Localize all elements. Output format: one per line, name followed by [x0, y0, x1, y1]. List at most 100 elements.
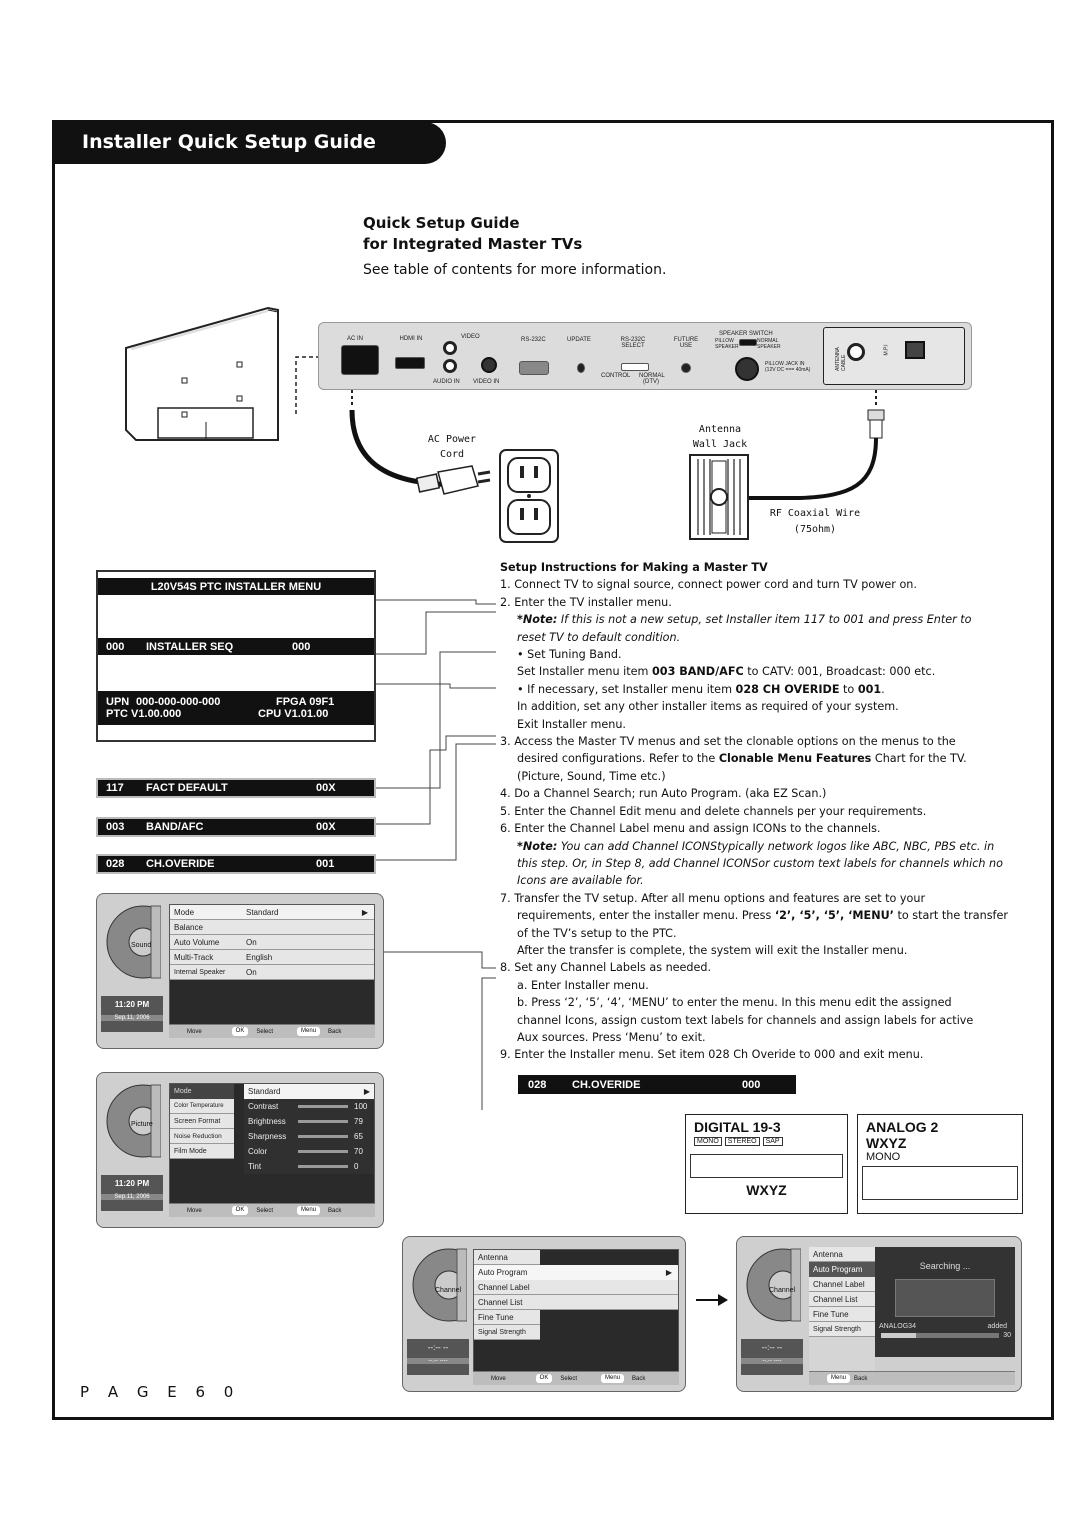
slider-track[interactable]: [298, 1150, 348, 1153]
text: to CATV: 001, Broadcast: 000 etc.: [743, 665, 936, 679]
arrow-right-icon: [696, 1294, 728, 1306]
osd-channel-footer: Move OK Select Menu Back: [473, 1371, 679, 1385]
step-2: 2. Enter the TV installer menu.: [500, 595, 672, 609]
osd-picture-left-row[interactable]: Mode: [170, 1084, 234, 1099]
osd-picture-left-row[interactable]: Screen Format: [170, 1114, 234, 1129]
slider-track[interactable]: [298, 1165, 348, 1168]
guide-title: Quick Setup Guide for Integrated Master …: [363, 213, 582, 255]
installer-menu: L20V54S PTC INSTALLER MENU 000 INSTALLER…: [96, 570, 376, 742]
stereo-badge: STEREO: [724, 1137, 760, 1146]
note-label: *Note:: [517, 613, 558, 627]
osd-channel-row[interactable]: Signal Strength: [474, 1325, 540, 1340]
osd-row-value: Standard: [246, 908, 279, 917]
osd-search-row-selected[interactable]: Auto Program: [809, 1262, 875, 1277]
osd-row-label: Standard: [248, 1087, 281, 1096]
osd-search-row[interactable]: Signal Strength: [809, 1322, 875, 1337]
text-bold: 001: [857, 682, 882, 696]
osd-channel-row[interactable]: Fine Tune: [474, 1310, 540, 1325]
footer-back: Back: [328, 1029, 342, 1035]
step-8b-cont: channel Icons, assign custom text labels…: [517, 1013, 974, 1027]
callout-lines: [376, 599, 496, 1110]
item-num: 028: [106, 858, 125, 870]
step-5: 5. Enter the Channel Edit menu and delet…: [500, 804, 927, 818]
digital-channel-label: WXYZ: [746, 1182, 787, 1198]
audio-in-label: AUDIO IN: [433, 379, 460, 385]
arrow-right-icon: ▶: [363, 1087, 370, 1096]
osd-search-row[interactable]: Channel List: [809, 1292, 875, 1307]
item-num: 117: [106, 782, 124, 794]
footer-select: Select: [256, 1208, 274, 1214]
slider-track[interactable]: [298, 1120, 348, 1123]
osd-search-row[interactable]: Fine Tune: [809, 1307, 875, 1322]
ac-power-cord-label: AC Power Cord: [427, 434, 477, 460]
search-progress-fill: [881, 1333, 917, 1338]
search-progress-bar: [881, 1333, 1000, 1338]
osd-channel-menu: Channel --:-- -- --.-- ---- Antenna Auto…: [402, 1236, 686, 1392]
text: .: [881, 682, 885, 696]
digital-channel-number: DIGITAL 19-3: [694, 1119, 781, 1135]
osd-picture-mode-row[interactable]: Standard ▶: [244, 1084, 374, 1099]
analog-audio-mode: MONO: [866, 1151, 901, 1163]
osd-channel-row[interactable]: Channel List: [474, 1295, 678, 1310]
osd-clock-time: --:-- --: [427, 1343, 449, 1352]
footer-select: Select: [560, 1376, 578, 1382]
osd-channel-row[interactable]: Antenna: [474, 1250, 540, 1265]
footer-menu-key: Menu: [601, 1374, 625, 1383]
item-label: FACT DEFAULT: [146, 782, 228, 794]
text-bold: 028 CH OVERIDE: [735, 682, 840, 696]
text-bold: ‘2’, ‘5’, ‘5’, ‘MENU’: [774, 909, 894, 923]
cpu-version: CPU V1.01.00: [258, 708, 329, 720]
slider-track[interactable]: [298, 1135, 348, 1138]
searching-text: Searching ...: [919, 1261, 971, 1271]
osd-channel-row-selected[interactable]: Auto Program▶: [474, 1265, 678, 1280]
text-bold: 003 BAND/AFC: [652, 665, 744, 679]
sap-badge: SAP: [762, 1137, 783, 1146]
osd-picture-nav-wheel: [106, 1084, 161, 1158]
osd-channel-row[interactable]: Channel Label: [474, 1280, 678, 1295]
osd-sound-nav-wheel: [106, 905, 161, 979]
osd-sound-row[interactable]: Balance: [170, 920, 374, 935]
osd-picture-left-row[interactable]: Film Mode: [170, 1144, 234, 1159]
arrow-right-icon: ▶: [665, 1268, 672, 1277]
rs232c-select-switch: [621, 363, 649, 371]
control-label: CONTROL: [601, 373, 631, 379]
item-value: 001: [316, 858, 335, 870]
osd-picture-left-row[interactable]: Noise Reduction: [170, 1129, 234, 1144]
item-label: BAND/AFC: [146, 821, 204, 833]
future-use-label: FUTURE USE: [673, 337, 699, 349]
footer-back: Back: [854, 1376, 868, 1382]
tv-back-illustration: [125, 306, 279, 441]
audio-badges: MONO STEREO SAP: [686, 1137, 847, 1146]
step-2-band-afc: Set Installer menu item 003 BAND/AFC to …: [500, 663, 1030, 680]
installer-seq-value: 000: [292, 640, 311, 653]
footer-ok-key: OK: [231, 1027, 249, 1036]
installer-seq-num: 000: [106, 640, 125, 653]
osd-row-value: 79: [354, 1117, 363, 1126]
step-9: 9. Enter the Installer menu. Set item 02…: [500, 1048, 924, 1062]
osd-search-row[interactable]: Channel Label: [809, 1277, 875, 1292]
footer-select: Select: [256, 1029, 274, 1035]
installer-item-list: 117 FACT DEFAULT 00X 003 BAND/AFC 00X 02…: [96, 778, 376, 874]
speaker-switch: [739, 339, 757, 346]
osd-picture-left-row[interactable]: Color Temperature: [170, 1099, 234, 1114]
ac-in-port: [341, 345, 379, 375]
slider-track[interactable]: [298, 1105, 348, 1108]
installer-menu-title: L20V54S PTC INSTALLER MENU: [98, 578, 374, 595]
osd-search-row[interactable]: Antenna: [809, 1247, 875, 1262]
analog-channel-banner: ANALOG 2 WXYZ MONO: [857, 1114, 1023, 1214]
setup-instructions: Setup Instructions for Making a Master T…: [500, 559, 1030, 1064]
step-3-cont-2: (Picture, Sound, Time etc.): [517, 769, 666, 783]
fpga-value: FPGA 09F1: [276, 696, 335, 708]
channel-icon: Channel: [435, 1287, 462, 1294]
step-3-cont: desired configurations. Refer to the Clo…: [500, 750, 1030, 767]
